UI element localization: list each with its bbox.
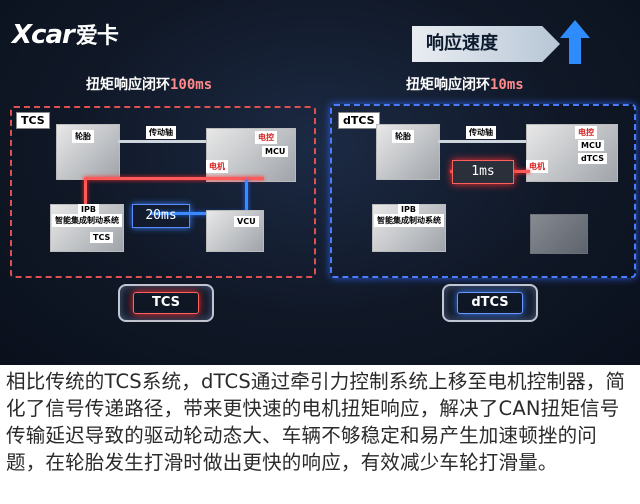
left-red-link-a (84, 180, 87, 204)
left-tcs-box (10, 106, 316, 278)
left-motor-label: 电机 (206, 160, 228, 173)
left-mcu-label: MCU (262, 146, 289, 157)
xcar-logo: Xcar爱卡 (12, 18, 119, 50)
left-blue-link-b (150, 212, 248, 215)
logo-latin: Xcar (12, 20, 75, 50)
left-blue-link-a (245, 180, 248, 212)
right-dtcs-chip: dTCS (442, 284, 538, 322)
speed-label: 响应速度 (412, 26, 560, 62)
caption-text: 相比传统的TCS系统，dTCS通过牵引力控制系统上移至电机控制器，简化了信号传递… (6, 370, 626, 474)
left-tcs-chip: TCS (118, 284, 214, 322)
right-mcu-label: MCU (578, 140, 605, 151)
left-shaft-line (118, 140, 208, 143)
right-shaft-label: 传动轴 (466, 126, 496, 139)
right-ipb-label: IPB (398, 204, 419, 215)
right-ctrl-label: 电控 (575, 126, 597, 139)
up-arrow-icon (560, 20, 590, 64)
right-timer: 1ms (452, 160, 514, 184)
right-box-tag: dTCS (338, 112, 380, 129)
left-red-link-b (84, 177, 264, 180)
right-wheel-label: 轮胎 (392, 130, 414, 143)
left-ipb-label: IPB (78, 204, 99, 215)
left-ctrl-label: 电控 (255, 131, 277, 144)
left-shaft-label: 传动轴 (146, 126, 176, 139)
left-ipb-sub: 智能集成制动系统 (52, 214, 122, 227)
left-tcs-small: TCS (90, 232, 114, 243)
logo-cn: 爱卡 (75, 24, 119, 49)
left-timer: 20ms (132, 204, 190, 228)
left-vcu-label: VCU (234, 216, 259, 227)
right-shaft-line (438, 140, 528, 143)
diagram-panel: Xcar爱卡 响应速度 扭矩响应闭环100ms TCS 轮胎 传动轴 电控 MC… (0, 0, 640, 365)
left-box-tag: TCS (16, 112, 50, 129)
right-dtcs-label: dTCS (578, 153, 607, 164)
right-wheel-device (376, 124, 440, 180)
right-motor-label: 电机 (526, 160, 548, 173)
right-ipb-sub: 智能集成制动系统 (374, 214, 444, 227)
left-title: 扭矩响应闭环100ms (86, 77, 213, 93)
left-wheel-label: 轮胎 (72, 130, 94, 143)
right-title: 扭矩响应闭环10ms (406, 77, 524, 93)
right-vcu-device (530, 214, 588, 254)
right-dtcs-box (330, 104, 636, 278)
